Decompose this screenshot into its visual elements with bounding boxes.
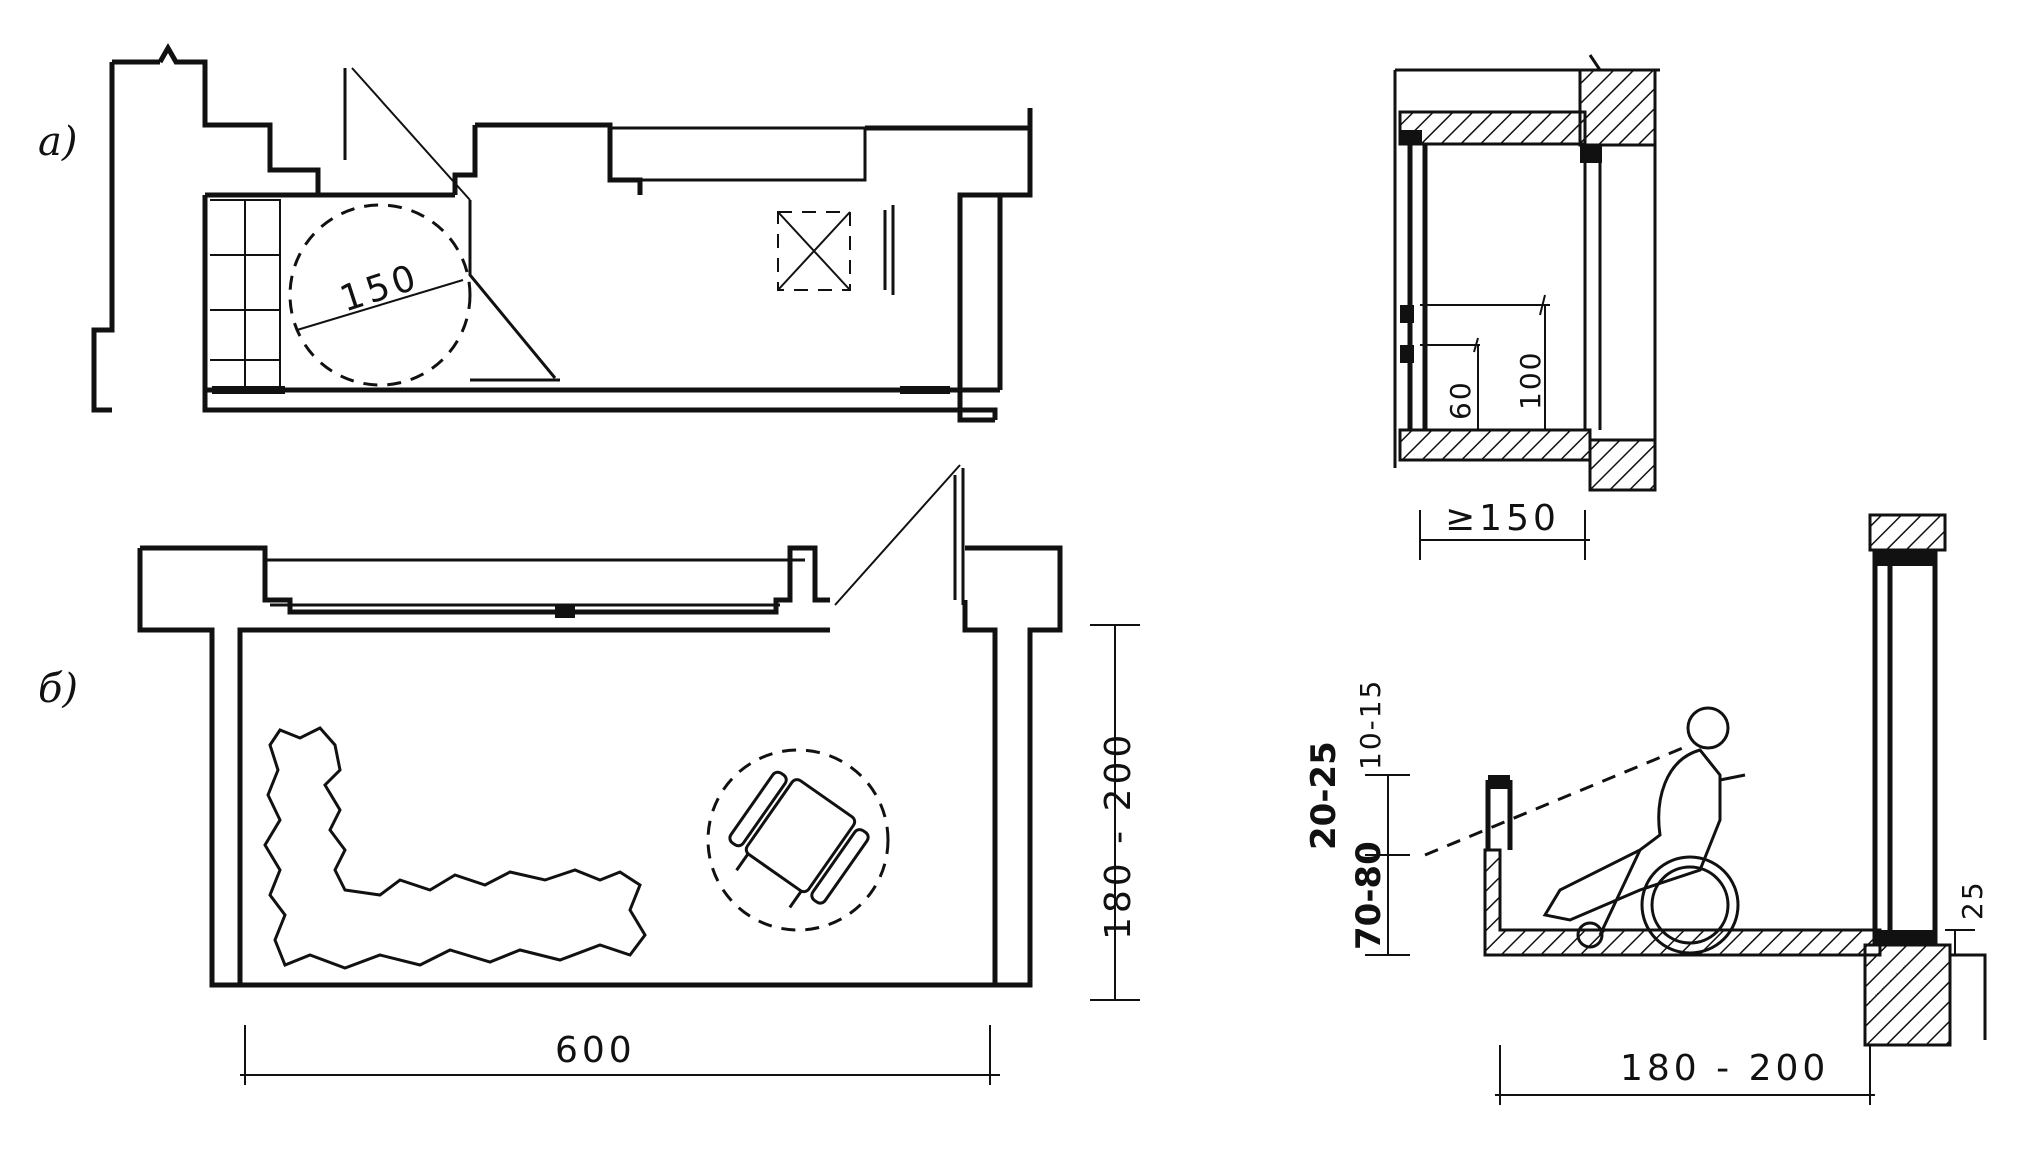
figure-b-label: б) [38,666,78,712]
figure-a-plan: а) 150 [38,42,1033,423]
glazing [1407,145,1428,430]
door-b [953,468,965,605]
balcony-depth-label: 180 - 200 [1620,1048,1829,1089]
wheelchair-turning-circle [706,748,890,932]
bottom-slab [1398,428,1592,462]
turn-diameter-label: 150 [335,256,424,320]
figure-b-plan: б) 180 - 200 600 [38,464,1140,1085]
right-wall [865,125,1033,390]
threshold-label: 25 [1956,880,1989,920]
lintel-hatch [1578,68,1657,147]
balcony-door [1872,550,1938,945]
dim-min-depth [1419,510,1590,560]
loggia-length-label: 600 [555,1030,636,1071]
right-wall-b [962,545,1063,988]
shaft-box [777,211,851,291]
top-slab [1398,110,1587,146]
sill-high-label: 100 [1514,351,1547,410]
top-wall-b [140,545,830,615]
dim-length-line [240,1025,1000,1085]
top-wall [452,122,643,195]
min-depth-label: ≥150 [1445,498,1560,539]
window-frame [610,126,867,182]
dim-railing [1365,774,1410,956]
parapet [1485,780,1513,850]
side-panel [883,205,895,295]
figure-a-label: а) [38,119,77,165]
loggia-depth-label: 180 - 200 [1098,731,1139,940]
sill-low-label: 60 [1444,380,1477,420]
dim-depth-line [1090,624,1140,1001]
bottom-wall [202,390,998,420]
dim-balcony-depth [1495,1045,1875,1105]
window-section: 60 100 ≥150 [1393,54,1660,560]
planter [263,726,647,970]
turning-circle [288,203,472,387]
balcony-slab [1483,848,1882,957]
diameter-line [296,279,464,331]
sight-line [1424,743,1691,857]
railing-height-label: 20-25 [1304,741,1344,850]
wheelchair-icon [728,770,870,909]
door-leaf-b [468,200,557,379]
balcony-section: 20-25 10-15 70-80 25 180 - 200 [1304,513,1989,1105]
parapet-height-label: 70-80 [1349,841,1389,950]
rail-gap-label: 10-15 [1354,679,1387,770]
tile-grid [210,199,281,390]
wheelchair-user-figure [1542,706,1746,955]
